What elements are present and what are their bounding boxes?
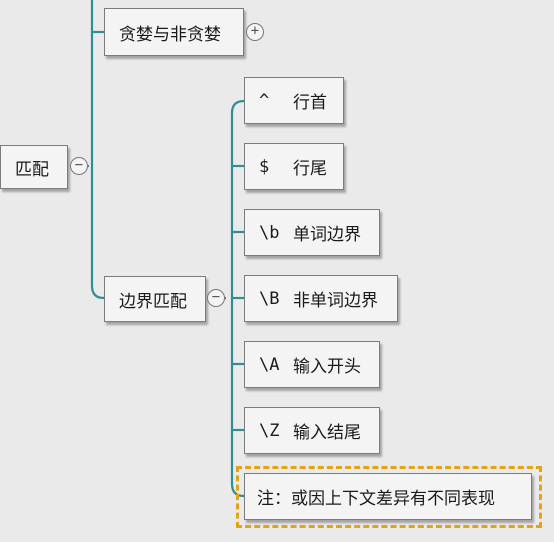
- item-label: 行首: [293, 93, 327, 113]
- boundary-item-caret[interactable]: ^ 行首: [244, 77, 344, 124]
- collapse-boundary-toggle-icon[interactable]: −: [207, 289, 225, 307]
- item-label: 输入结尾: [293, 423, 361, 443]
- item-symbol: ^: [259, 90, 270, 111]
- collapse-root-toggle-icon[interactable]: −: [70, 157, 88, 175]
- item-symbol: \b: [259, 222, 280, 243]
- expand-greedy-toggle-icon[interactable]: +: [246, 23, 264, 41]
- node-note-label: 注：或因上下文差异有不同表现: [257, 489, 495, 509]
- node-boundary[interactable]: 边界匹配: [104, 276, 206, 322]
- item-symbol: \A: [259, 354, 280, 375]
- selection-highlight: [236, 466, 542, 528]
- connector-trunk-level1: [90, 0, 105, 300]
- item-label: 非单词边界: [293, 291, 378, 311]
- boundary-item-a-upper[interactable]: \A 输入开头: [244, 341, 380, 388]
- boundary-item-b-lower[interactable]: \b 单词边界: [244, 209, 380, 256]
- boundary-item-z-upper[interactable]: \Z 输入结尾: [244, 407, 380, 454]
- item-label: 行尾: [293, 159, 327, 179]
- boundary-item-b-upper[interactable]: \B 非单词边界: [244, 275, 398, 322]
- item-label: 单词边界: [293, 225, 361, 245]
- item-symbol: \Z: [259, 420, 280, 441]
- item-symbol: $: [259, 156, 270, 177]
- node-greedy-label: 贪婪与非贪婪: [119, 24, 221, 45]
- node-boundary-label: 边界匹配: [119, 291, 187, 312]
- item-symbol: \B: [259, 288, 280, 309]
- node-root[interactable]: 匹配: [0, 145, 68, 189]
- node-note[interactable]: 注：或因上下文差异有不同表现: [244, 473, 532, 520]
- item-label: 输入开头: [293, 357, 361, 377]
- node-greedy[interactable]: 贪婪与非贪婪: [104, 8, 244, 56]
- node-root-label: 匹配: [15, 159, 49, 180]
- boundary-item-dollar[interactable]: $ 行尾: [244, 143, 344, 190]
